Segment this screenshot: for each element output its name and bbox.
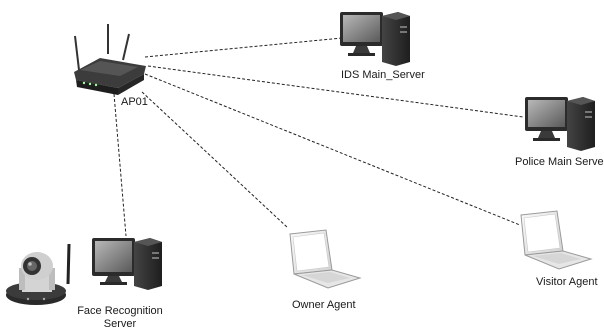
police-server-icon <box>525 97 595 151</box>
ip-camera-icon <box>6 243 71 305</box>
face-recognition-label-line2: Server <box>103 318 137 330</box>
police-server-label: Police Main Serve <box>515 156 604 168</box>
face-recognition-server-label: Face Recognition Server <box>70 305 170 331</box>
visitor-agent-laptop-icon <box>520 210 593 270</box>
ap01-label: AP01 <box>121 96 148 108</box>
owner-agent-label: Owner Agent <box>292 299 356 311</box>
link-ap-ids <box>144 37 343 58</box>
ids-server-label: IDS Main_Server <box>341 69 425 81</box>
face-recognition-label-line1: Face Recognition <box>77 305 163 317</box>
visitor-agent-label: Visitor Agent <box>536 276 598 288</box>
face-recognition-server-icon <box>92 238 162 290</box>
link-ap-face <box>113 93 127 237</box>
link-ap-visitor <box>144 73 521 226</box>
link-ap-police <box>147 65 524 118</box>
ids-server-icon <box>340 12 410 66</box>
link-ap-owner <box>141 91 289 229</box>
wireless-router-icon <box>74 24 146 95</box>
owner-agent-laptop-icon <box>289 229 362 289</box>
